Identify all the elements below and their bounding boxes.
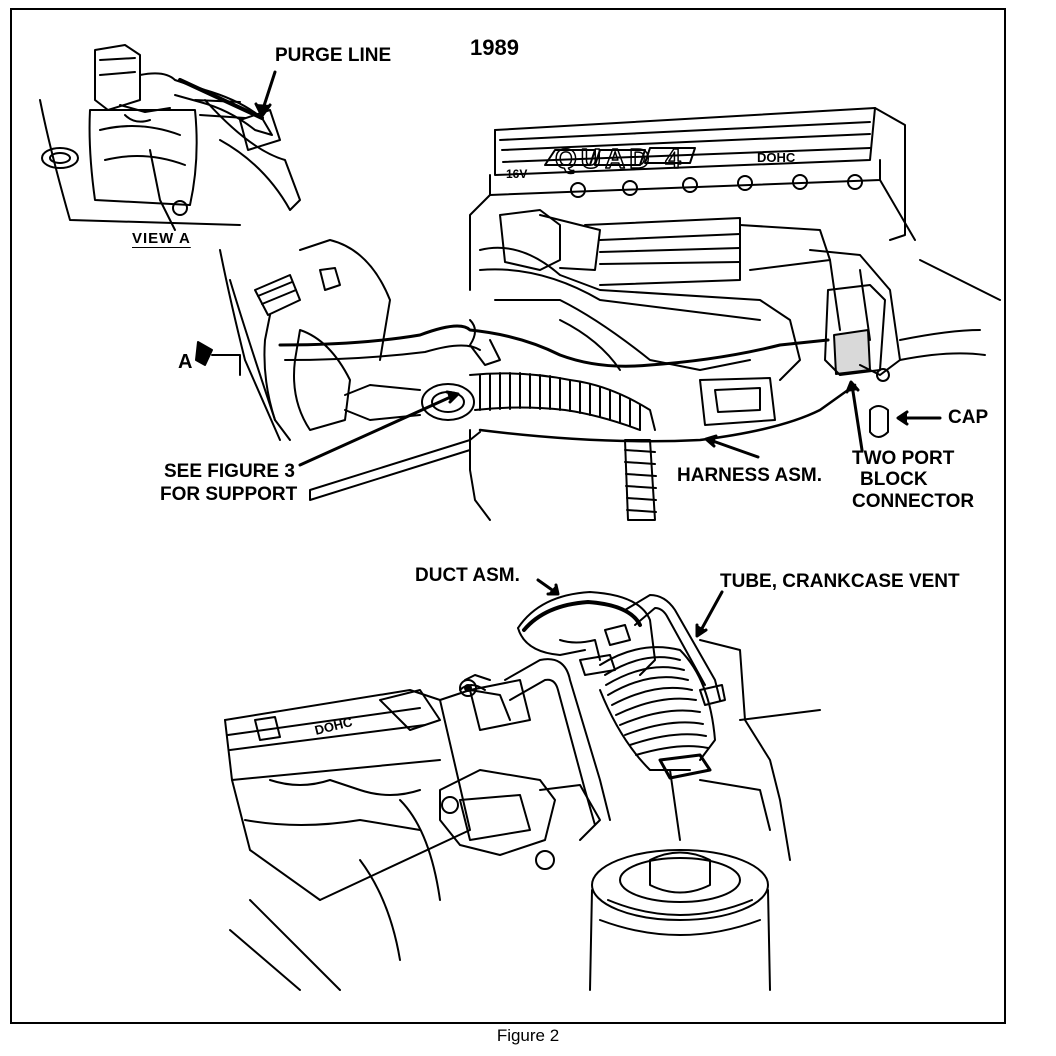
two-port-label-line2: BLOCK [860, 469, 928, 490]
engine-valves-text: 16V [506, 167, 527, 181]
two-port-label-line3: CONNECTOR [852, 491, 975, 512]
leader-lines-top [254, 70, 942, 467]
engine-model-text: QUAD 4 [555, 143, 685, 174]
arrow-a-marker [195, 341, 241, 376]
harness-wire [278, 319, 857, 521]
lower-left-components [229, 679, 601, 991]
duct-label: DUCT ASM. [415, 565, 520, 586]
lower-engine-cover [224, 674, 511, 901]
diagram-frame [10, 8, 1006, 1024]
breather-hose [469, 372, 657, 521]
fuel-line-left [219, 239, 391, 441]
engine-cam-text: DOHC [757, 150, 796, 165]
two-port-label-line1: TWO PORT [852, 448, 955, 469]
year-label: 1989 [470, 35, 519, 60]
throttle-body [824, 284, 890, 382]
oil-filter [589, 849, 771, 991]
cap-part [869, 405, 889, 438]
lower-vent-tube [504, 594, 726, 826]
engine-cover [469, 107, 916, 291]
arrow-a-letter: A [178, 351, 193, 373]
purge-line-label: PURGE LINE [275, 45, 392, 66]
tube-label: TUBE, CRANKCASE VENT [720, 571, 960, 592]
see-figure-label-line2: FOR SUPPORT [160, 484, 298, 505]
view-a-label: VIEW A [132, 230, 191, 247]
view-a-inset [39, 44, 301, 231]
intake-manifold [479, 209, 1001, 426]
cap-label: CAP [948, 407, 989, 428]
figure-caption: Figure 2 [496, 1026, 560, 1045]
leader-lines-bottom [536, 578, 724, 638]
see-figure-label-line1: SEE FIGURE 3 [164, 461, 295, 482]
lower-hose [599, 646, 716, 841]
lower-right-block [699, 639, 821, 861]
harness-label: HARNESS ASM. [677, 465, 822, 486]
coupler-ring [344, 383, 475, 421]
